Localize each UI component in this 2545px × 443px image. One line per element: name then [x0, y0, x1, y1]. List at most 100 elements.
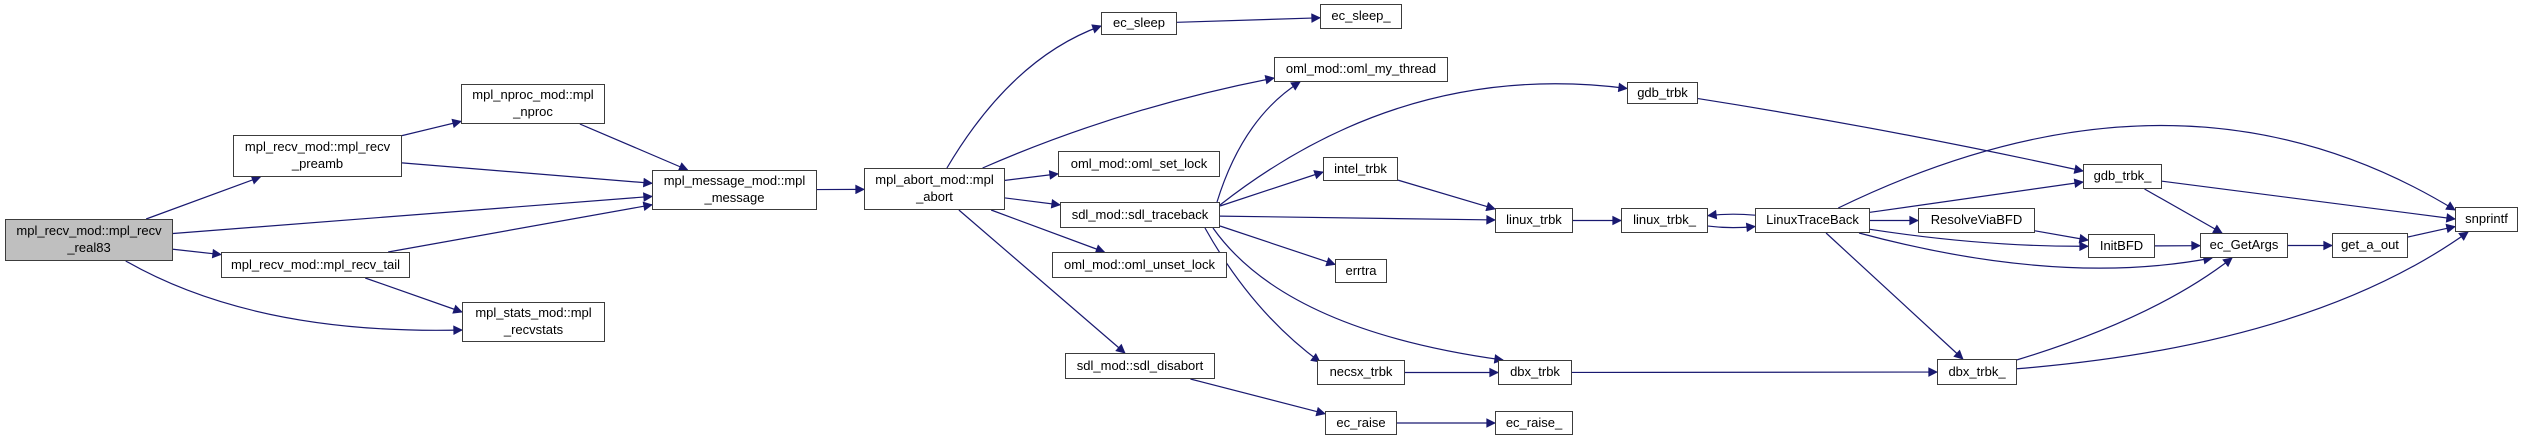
node-label: necsx_trbk: [1329, 364, 1393, 380]
node-oml-my-thread[interactable]: oml_mod::oml_my_thread: [1274, 57, 1448, 82]
node-dbx-trbk[interactable]: dbx_trbk: [1498, 360, 1572, 385]
edge-intel-trbk-to-linux-trbk: [1397, 179, 1496, 212]
node-label: ec_sleep_: [1331, 8, 1391, 24]
edge-LinuxTraceBack-to-snprintf: [1837, 124, 2456, 211]
node-label: mpl_message_mod::mpl: [663, 173, 806, 189]
edge-abort-to-sdl-disabort: [958, 209, 1126, 354]
edge-recv-tail-to-message: [388, 201, 653, 253]
edge-gdb-trbk--to-snprintf: [2161, 180, 2456, 223]
node-label: linux_trbk: [1506, 212, 1562, 228]
edge-real83-to-message: [172, 192, 653, 235]
node-label: dbx_trbk: [1510, 364, 1560, 380]
node-label: intel_trbk: [1334, 160, 1387, 176]
edge-preamb-to-message: [401, 162, 653, 188]
node-ec-GetArgs[interactable]: ec_GetArgs: [2200, 233, 2288, 258]
node-label: _preamb: [291, 156, 344, 171]
edge-get-a-out-to-snprintf: [2407, 223, 2456, 238]
node-ec-raise[interactable]: ec_raise: [1325, 411, 1397, 435]
edge-sdl-traceback-to-necsx-trbk: [1204, 227, 1321, 363]
edge-sdl-traceback-to-intel-trbk: [1219, 170, 1324, 207]
node-label: InitBFD: [2099, 237, 2144, 253]
node-label: oml_mod::oml_set_lock: [1070, 155, 1208, 171]
node-label: oml_mod::oml_my_thread: [1285, 61, 1437, 77]
node-label: get_a_out: [2341, 237, 2399, 253]
node-snprintf[interactable]: snprintf: [2455, 207, 2518, 232]
edge-sdl-traceback-to-linux-trbk: [1219, 215, 1496, 225]
node-linux-trbk-[interactable]: linux_trbk_: [1621, 208, 1708, 233]
edge-abort-to-oml-my-thread: [982, 74, 1275, 169]
node-errtra[interactable]: errtra: [1335, 259, 1387, 283]
edge-recv-tail-to-recvstats: [365, 277, 463, 314]
node-label: sdl_mod::sdl_traceback: [1071, 206, 1209, 222]
node-label: gdb_trbk_: [2093, 168, 2152, 184]
edge-dbx-trbk--to-ec-GetArgs: [2016, 257, 2233, 361]
node-sdl-traceback[interactable]: sdl_mod::sdl_traceback: [1060, 202, 1220, 228]
node-label: mpl_recv_mod::mpl_recv: [16, 223, 162, 239]
edge-linux-trbk--to-LinuxTraceBack: [1707, 222, 1756, 233]
node-label: _message: [704, 190, 765, 205]
node-abort[interactable]: mpl_abort_mod::mpl_abort: [864, 168, 1005, 210]
node-get-a-out[interactable]: get_a_out: [2332, 233, 2408, 258]
node-intel-trbk[interactable]: intel_trbk: [1323, 157, 1398, 181]
node-linux-trbk[interactable]: linux_trbk: [1495, 208, 1573, 233]
node-label: ResolveViaBFD: [1930, 212, 2023, 228]
edge-LinuxTraceBack-to-dbx-trbk-: [1825, 232, 1964, 360]
node-label: gdb_trbk: [1637, 84, 1688, 100]
node-real83[interactable]: mpl_recv_mod::mpl_recv_real83: [5, 219, 173, 261]
node-label: ec_sleep: [1112, 15, 1166, 31]
node-preamb[interactable]: mpl_recv_mod::mpl_recv_preamb: [233, 135, 402, 177]
node-label: _abort: [916, 189, 953, 204]
node-recvstats[interactable]: mpl_stats_mod::mpl_recvstats: [462, 302, 605, 342]
node-label: _recvstats: [503, 322, 564, 337]
node-ec-raise-[interactable]: ec_raise_: [1495, 411, 1573, 435]
node-label: _nproc: [513, 104, 553, 119]
edge-abort-to-sdl-traceback: [1004, 197, 1061, 209]
node-oml-set-lock[interactable]: oml_mod::oml_set_lock: [1058, 151, 1220, 177]
node-ResolveViaBFD[interactable]: ResolveViaBFD: [1918, 208, 2035, 233]
node-recv-tail[interactable]: mpl_recv_mod::mpl_recv_tail: [221, 252, 410, 278]
edge-LinuxTraceBack-to-InitBFD: [1869, 228, 2089, 252]
node-label: ec_raise: [1336, 414, 1386, 430]
node-oml-unset-lock[interactable]: oml_mod::oml_unset_lock: [1052, 252, 1227, 278]
node-label: errtra: [1345, 262, 1377, 278]
edge-abort-to-ec-sleep: [946, 24, 1102, 169]
edge-sdl-traceback-to-dbx-trbk: [1212, 227, 1504, 364]
node-ec-sleep[interactable]: ec_sleep: [1101, 12, 1177, 35]
node-InitBFD[interactable]: InitBFD: [2088, 234, 2155, 258]
node-label: sdl_mod::sdl_disabort: [1076, 357, 1204, 373]
node-gdb-trbk-[interactable]: gdb_trbk_: [2083, 164, 2162, 189]
node-ec-sleep-[interactable]: ec_sleep_: [1320, 4, 1402, 29]
edge-gdb-trbk-to-gdb-trbk-: [1697, 97, 2084, 174]
edge-gdb-trbk--to-ec-GetArgs: [2144, 188, 2223, 234]
node-label: oml_mod::oml_unset_lock: [1063, 256, 1216, 272]
edge-ec-sleep-to-ec-sleep-: [1176, 13, 1321, 23]
edge-abort-to-oml-unset-lock: [990, 209, 1106, 254]
edge-abort-to-oml-set-lock: [1004, 170, 1059, 181]
node-gdb-trbk[interactable]: gdb_trbk: [1627, 82, 1698, 104]
node-label: mpl_recv_mod::mpl_recv: [244, 139, 391, 155]
node-necsx-trbk[interactable]: necsx_trbk: [1317, 360, 1405, 385]
edge-ResolveViaBFD-to-InitBFD: [2034, 230, 2089, 244]
node-label: mpl_stats_mod::mpl: [475, 305, 592, 321]
node-label: snprintf: [2465, 211, 2508, 227]
edge-LinuxTraceBack-to-gdb-trbk-: [1869, 178, 2084, 213]
node-label: mpl_abort_mod::mpl: [875, 172, 994, 188]
node-label: linux_trbk_: [1633, 212, 1696, 228]
edge-real83-to-recv-tail: [172, 248, 222, 259]
edge-nproc-to-message: [579, 123, 689, 172]
edge-sdl-traceback-to-gdb-trbk: [1219, 82, 1628, 206]
node-label: dbx_trbk_: [1948, 363, 2006, 379]
node-dbx-trbk-[interactable]: dbx_trbk_: [1937, 359, 2017, 385]
node-label: mpl_nproc_mod::mpl: [472, 87, 594, 103]
node-label: LinuxTraceBack: [1766, 212, 1859, 228]
node-message[interactable]: mpl_message_mod::mpl_message: [652, 170, 817, 210]
edge-LinuxTraceBack-to-ec-GetArgs: [1858, 232, 2213, 269]
node-LinuxTraceBack[interactable]: LinuxTraceBack: [1755, 208, 1870, 233]
edge-sdl-traceback-to-errtra: [1219, 225, 1336, 267]
edge-preamb-to-nproc: [401, 118, 462, 137]
node-sdl-disabort[interactable]: sdl_mod::sdl_disabort: [1065, 353, 1215, 379]
edge-sdl-traceback-to-oml-my-thread: [1216, 81, 1301, 203]
node-nproc[interactable]: mpl_nproc_mod::mpl_nproc: [461, 84, 605, 124]
node-label: mpl_recv_mod::mpl_recv_tail: [230, 256, 401, 272]
